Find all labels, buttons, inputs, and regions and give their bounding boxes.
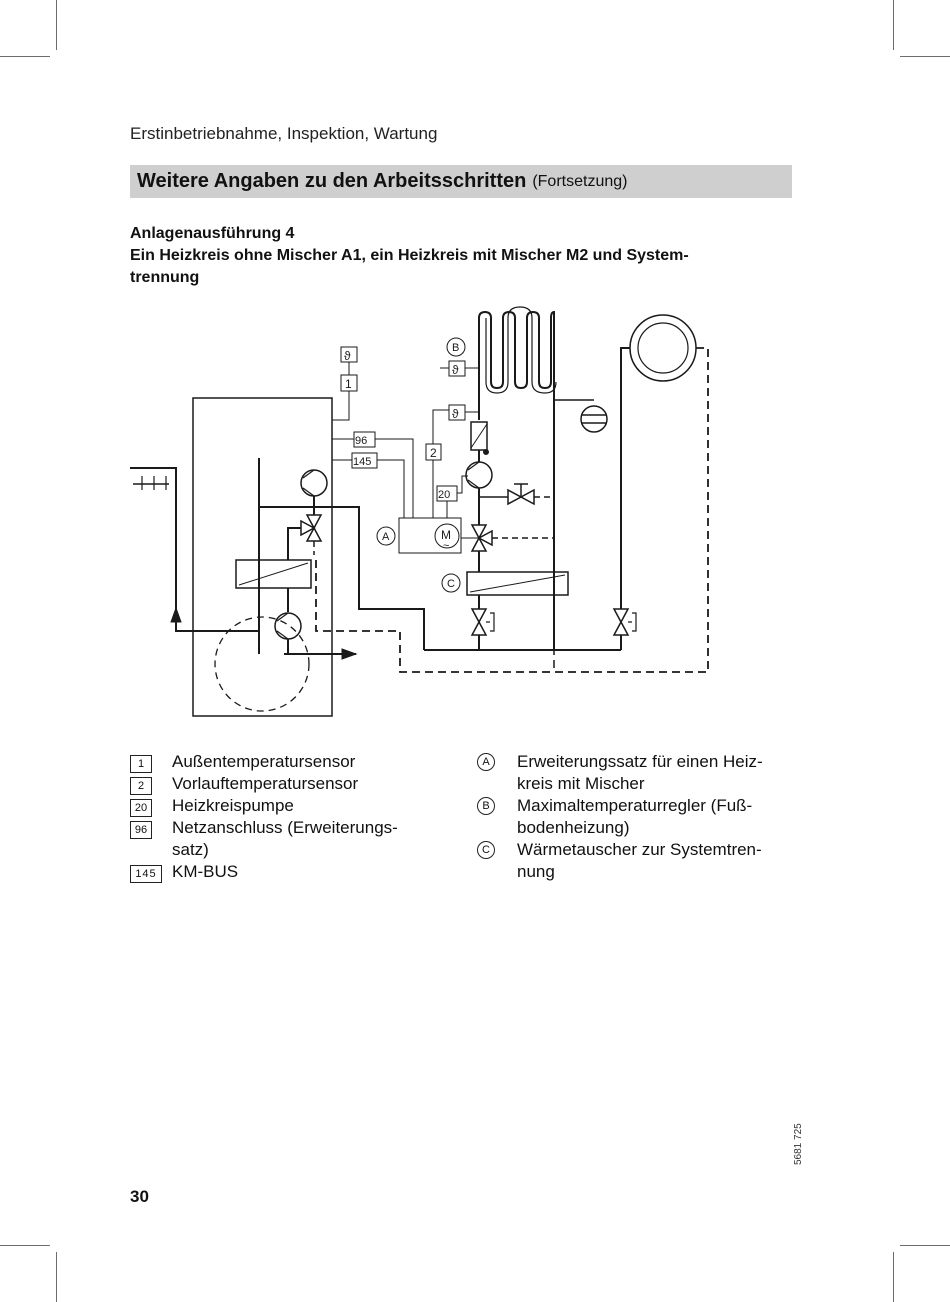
letter-b-circle xyxy=(446,337,466,357)
motor-label: M xyxy=(441,528,451,542)
legend-item: satz) xyxy=(130,839,450,861)
expansion-vessel xyxy=(580,405,608,433)
legend-item: 1 Außentemperatursensor xyxy=(130,751,450,773)
crop-mark xyxy=(893,0,894,50)
legend-item: A Erweiterungssatz für einen Heiz- kreis… xyxy=(474,751,794,795)
legend-item: C Wärmetauscher zur Systemtren- nung xyxy=(474,839,794,883)
page-number: 30 xyxy=(130,1187,149,1206)
letter-a: A xyxy=(382,531,390,543)
legend-text: Netzanschluss (Erweiterungs- xyxy=(172,818,398,837)
boiler-pump-2 xyxy=(274,612,302,640)
legend-key-box: 20 xyxy=(130,799,152,817)
legend-right: A Erweiterungssatz für einen Heiz- kreis… xyxy=(474,751,794,883)
theta-symbol: ϑ xyxy=(344,349,351,363)
legend-key-box: 96 xyxy=(130,821,152,839)
legend-item: 96 Netzanschluss (Erweiterungs- xyxy=(130,817,450,839)
legend-text: satz) xyxy=(172,840,209,859)
legend-text: Erweiterungssatz für einen Heiz- xyxy=(517,752,763,771)
circulation-pump xyxy=(465,461,493,489)
legend-key-circle: A xyxy=(477,753,495,771)
legend-text: KM-BUS xyxy=(172,862,239,881)
legend-text: Maximaltemperaturregler (Fuß- xyxy=(517,796,753,815)
power-96-label: 96 xyxy=(355,435,367,447)
legend-key-box: 1 xyxy=(130,755,152,773)
letter-a-circle xyxy=(376,526,396,546)
burner-chamber xyxy=(214,616,310,712)
subheading-line: trennung xyxy=(130,269,200,286)
theta-symbol: ϑ xyxy=(452,363,459,377)
section-header: Erstinbetriebnahme, Inspektion, Wartung xyxy=(130,124,438,143)
crop-mark xyxy=(56,0,57,50)
shutoff-valve xyxy=(470,608,488,636)
crop-mark xyxy=(900,56,950,57)
legend-text: Vorlauftemperatursensor xyxy=(172,774,359,793)
legend-text: nung xyxy=(517,862,555,881)
legend-key-box: 145 xyxy=(130,865,162,883)
legend-key-box: 2 xyxy=(130,777,152,795)
legend-text: bodenheizung) xyxy=(517,818,630,837)
hydraulic-schematic: ϑ 1 96 145 M ~ A ϑ 2 20 B ϑ xyxy=(130,306,709,717)
crop-mark xyxy=(0,1245,50,1246)
legend-item: 2 Vorlauftemperatursensor xyxy=(130,773,450,795)
legend-item: 20 Heizkreispumpe xyxy=(130,795,450,817)
legend-key-circle: C xyxy=(477,841,495,859)
subheading-line: Anlagenausführung 4 xyxy=(130,225,295,242)
legend-item: B Maximaltemperaturregler (Fuß- bodenhei… xyxy=(474,795,794,839)
subheading-line: Ein Heizkreis ohne Mischer A1, ein Heizk… xyxy=(130,247,689,264)
document-code: 5681 725 xyxy=(793,1123,804,1165)
heat-exchanger-secondary xyxy=(466,571,569,596)
sensor-2-label: 2 xyxy=(430,446,437,460)
extension-kit-box xyxy=(398,517,462,554)
crop-mark xyxy=(56,1252,57,1302)
sensor-1-label: 1 xyxy=(345,377,352,391)
page-title: Weitere Angaben zu den Arbeitsschritten xyxy=(137,170,527,192)
legend-text: Heizkreispumpe xyxy=(172,796,294,815)
theta-symbol: ϑ xyxy=(452,407,459,421)
bus-145-label: 145 xyxy=(353,456,371,468)
underfloor-loops xyxy=(478,310,555,650)
page-title-suffix: (Fortsetzung) xyxy=(532,172,628,190)
storage-tank-inner xyxy=(637,322,689,374)
boiler-pump xyxy=(300,469,328,497)
crop-mark xyxy=(0,56,50,57)
heat-exchanger-primary xyxy=(235,559,312,589)
pump-20-label: 20 xyxy=(438,489,450,501)
boiler-housing xyxy=(192,397,333,717)
letter-c-circle xyxy=(441,573,461,593)
bypass-valve xyxy=(507,488,535,506)
legend-item: 145 KM-BUS xyxy=(130,861,450,883)
title-bar: Weitere Angaben zu den Arbeitsschritten … xyxy=(130,165,792,198)
crop-mark xyxy=(900,1245,950,1246)
letter-b: B xyxy=(452,342,459,354)
crop-mark xyxy=(893,1252,894,1302)
subheading: Anlagenausführung 4 Ein Heizkreis ohne M… xyxy=(130,223,790,289)
motor-symbol xyxy=(434,523,460,549)
legend-key-circle: B xyxy=(477,797,495,815)
boiler-mixer xyxy=(300,514,323,542)
legend-text: Wärmetauscher zur Systemtren- xyxy=(517,840,762,859)
legend-left: 1 Außentemperatursensor 2 Vorlauftempera… xyxy=(130,751,450,883)
storage-tank-outer xyxy=(629,314,697,382)
doc-code-wrap: 5681 725 xyxy=(793,1123,807,1215)
legend-text: kreis mit Mischer xyxy=(517,774,645,793)
shutoff-valve xyxy=(612,608,630,636)
letter-c: C xyxy=(447,578,455,590)
legend-text: Außentemperatursensor xyxy=(172,752,356,771)
motor-tilde: ~ xyxy=(443,540,449,552)
